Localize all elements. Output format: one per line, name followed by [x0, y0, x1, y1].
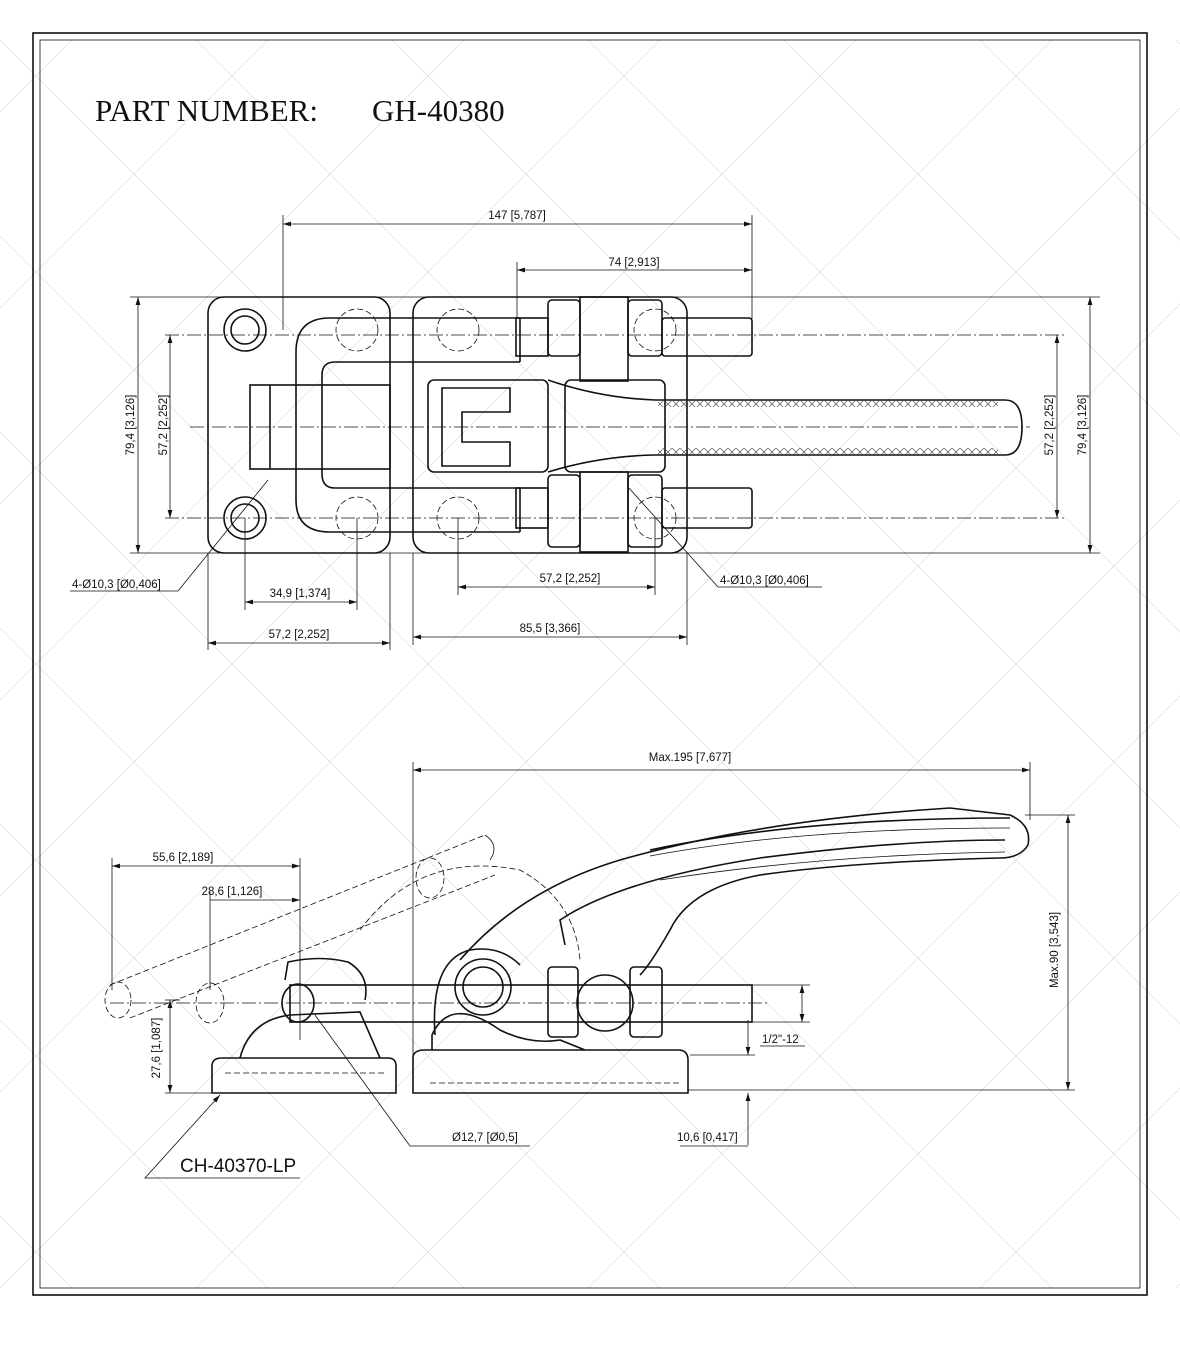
- dim-hole-spacing-right: 57,2 [2,252]: [1044, 395, 1056, 456]
- watermark-line: [391, 499, 1180, 1289]
- dim-holes-left: 4-Ø10,3 [Ø0,406]: [72, 579, 161, 591]
- dim-base-height: 10,6 [0,417]: [677, 1132, 738, 1144]
- dim-travel: 55,6 [2,189]: [153, 852, 214, 864]
- dim-max-length: Max.195 [7,677]: [649, 752, 731, 764]
- watermark-line: [1175, 39, 1180, 45]
- watermark-line: [587, 39, 1180, 633]
- watermark-line: [391, 39, 1180, 829]
- dim-rod-length: 74 [2,913]: [608, 257, 659, 269]
- dim-plate-width-left: 57,2 [2,252]: [269, 629, 330, 641]
- dim-height-right: 79,4 [3,126]: [1077, 395, 1089, 456]
- outer-frame: [32, 32, 1148, 1296]
- dim-overall-length: 147 [5,787]: [488, 210, 546, 222]
- dim-catch-height: 27,6 [1,087]: [151, 1018, 163, 1079]
- catch-part-number: CH-40370-LP: [180, 1156, 296, 1177]
- watermark-line: [783, 39, 1180, 437]
- watermark-line: [195, 39, 1180, 1025]
- watermark-line: [0, 39, 857, 897]
- watermark-line: [0, 627, 661, 1289]
- watermark-line: [0, 39, 661, 701]
- dim-thread: 1/2"-12: [762, 1034, 799, 1046]
- watermark-line: [979, 1087, 1180, 1289]
- watermark-line: [0, 39, 269, 309]
- watermark-line: [587, 695, 1180, 1289]
- dim-rod-diameter: Ø12,7 [Ø0,5]: [452, 1132, 518, 1144]
- watermark: [0, 39, 1180, 1289]
- inner-frame: [39, 39, 1141, 1289]
- watermark-line: [0, 39, 1053, 1093]
- watermark-line: [0, 39, 465, 505]
- dim-height-left: 79,4 [3,126]: [125, 395, 137, 456]
- dim-plate-width-right: 85,5 [3,366]: [520, 623, 581, 635]
- watermark-line: [783, 891, 1180, 1289]
- watermark-line: [0, 1019, 269, 1289]
- dim-hole-pitch-left: 34,9 [1,374]: [270, 588, 331, 600]
- part-number: GH-40380: [372, 93, 505, 128]
- watermark-line: [195, 303, 1180, 1289]
- dim-hole-spacing-left: 57,2 [2,252]: [158, 395, 170, 456]
- watermark-line: [0, 107, 1180, 1289]
- part-number-label: PART NUMBER:: [95, 93, 318, 128]
- top-view: 147 [5,787] 74 [2,913] 79,4 [3,126] 57,2…: [70, 210, 1100, 650]
- side-view: Max.195 [7,677] Max.90 [3,543] 55,6 [2,1…: [104, 752, 1075, 1179]
- watermark-line: [0, 39, 1180, 1221]
- watermark-line: [979, 39, 1180, 241]
- dim-holes-right: 4-Ø10,3 [Ø0,406]: [720, 575, 809, 587]
- dim-hole-pitch-right: 57,2 [2,252]: [540, 573, 601, 585]
- watermark-line: [0, 823, 465, 1289]
- watermark-line: [0, 235, 1053, 1289]
- dim-max-height: Max.90 [3,543]: [1049, 912, 1061, 988]
- watermark-line: [1175, 1283, 1180, 1289]
- dim-travel-inner: 28,6 [1,126]: [202, 886, 263, 898]
